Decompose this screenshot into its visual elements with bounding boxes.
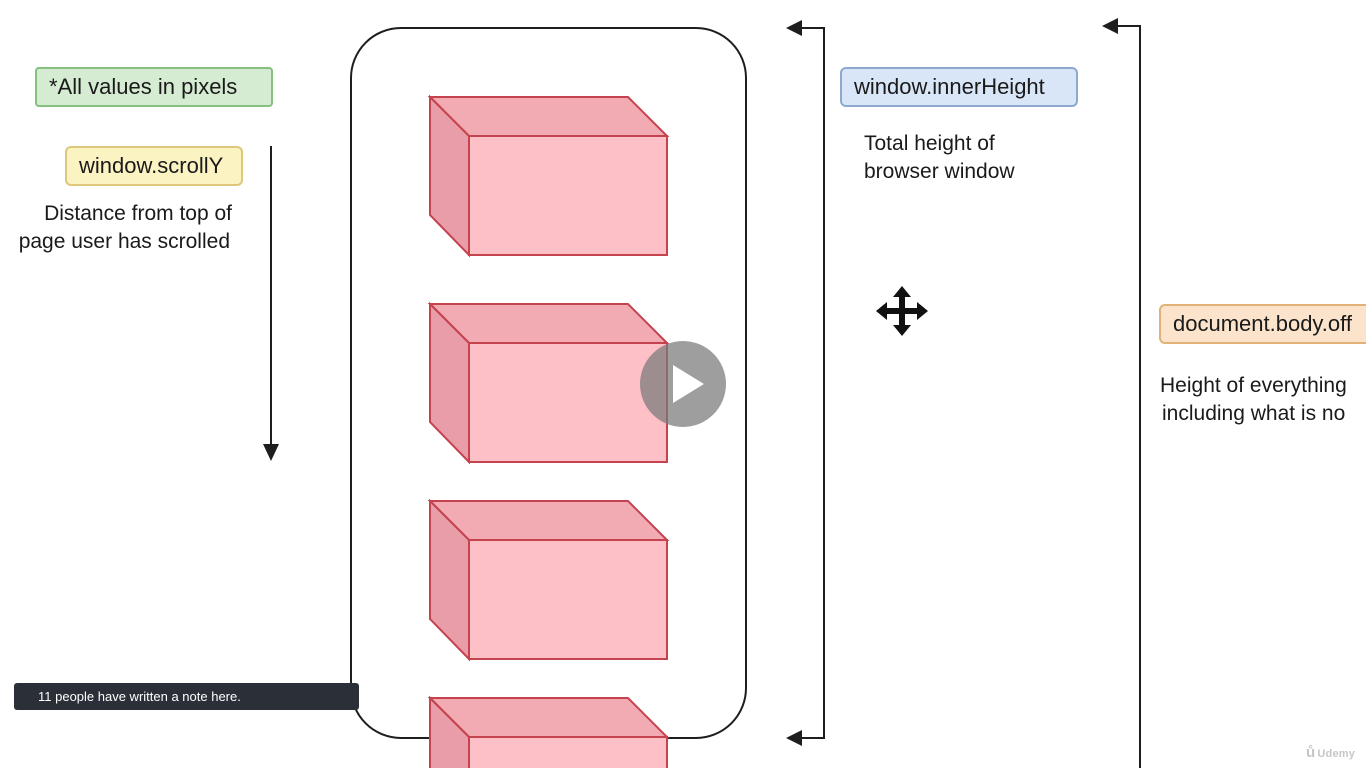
content-box-1 — [427, 94, 670, 258]
move-icon[interactable] — [876, 286, 928, 336]
body-offset-bracket — [1102, 18, 1141, 768]
body-offset-desc-line-1: Height of everything — [1160, 374, 1347, 397]
scroll-y-description: Distance from top of page user has scrol… — [0, 200, 232, 256]
play-button[interactable] — [640, 341, 726, 427]
scroll-y-desc-line-2: page user has scrolled — [18, 230, 230, 253]
inner-height-bracket — [786, 20, 825, 746]
body-offset-tag: document.body.off — [1159, 304, 1366, 344]
content-box-2 — [427, 301, 670, 465]
play-icon — [673, 365, 704, 403]
scroll-y-arrow — [263, 146, 279, 461]
inner-height-desc-line-2: browser window — [864, 160, 1015, 183]
notes-indicator[interactable]: 11 people have written a note here. — [14, 683, 359, 710]
inner-height-description: Total height of browser window — [864, 130, 1015, 186]
inner-height-desc-line-1: Total height of — [864, 132, 995, 155]
body-offset-description: Height of everything including what is n… — [1160, 372, 1347, 428]
scroll-y-tag: window.scrollY — [65, 146, 243, 186]
udemy-watermark-text: Udemy — [1317, 748, 1356, 760]
body-offset-desc-line-2: including what is no — [1162, 402, 1346, 425]
all-values-tag: *All values in pixels — [35, 67, 273, 107]
udemy-logo-icon: ů — [1306, 744, 1316, 761]
content-box-4 — [427, 695, 670, 768]
content-box-3 — [427, 498, 670, 662]
scroll-y-desc-line-1: Distance from top of — [44, 202, 232, 225]
inner-height-tag: window.innerHeight — [840, 67, 1078, 107]
